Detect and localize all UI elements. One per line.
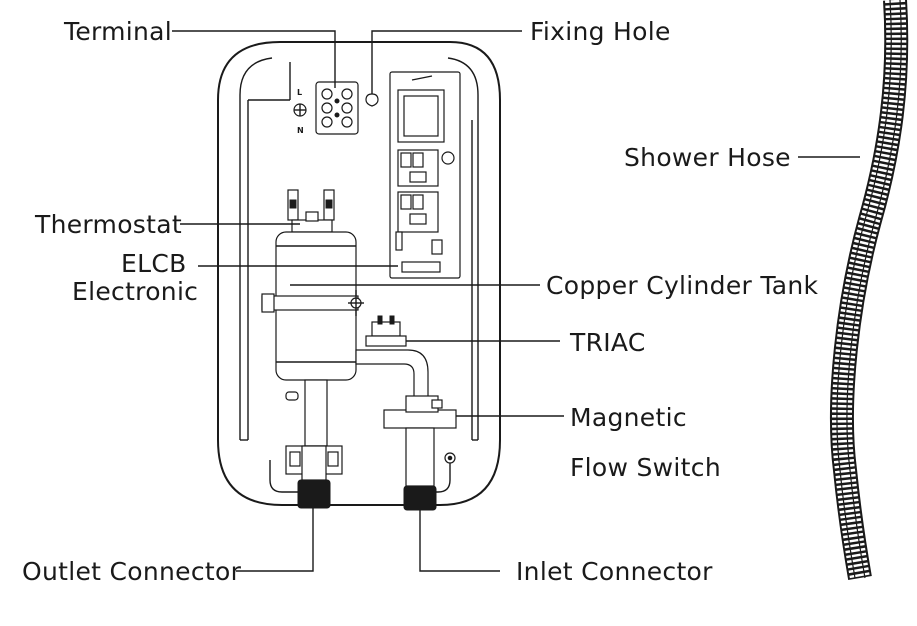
label-electronic: Electronic bbox=[72, 277, 198, 306]
leader-lines bbox=[172, 30, 860, 572]
thermostat-part bbox=[287, 189, 335, 233]
label-terminal: Terminal bbox=[63, 17, 172, 46]
label-copper-cylinder-tank: Copper Cylinder Tank bbox=[546, 271, 819, 300]
terminal-l-text: L bbox=[297, 88, 302, 97]
label-triac: TRIAC bbox=[569, 328, 646, 357]
outlet-assembly bbox=[285, 445, 343, 509]
label-fixing-hole: Fixing Hole bbox=[530, 17, 671, 46]
label-elcb: ELCB bbox=[121, 249, 187, 278]
terminal-block: L N bbox=[293, 81, 359, 135]
label-outlet-connector: Outlet Connector bbox=[22, 557, 242, 586]
fixing-hole-icon bbox=[365, 80, 379, 107]
label-magnetic: Magnetic bbox=[570, 403, 687, 432]
control-board bbox=[389, 71, 461, 279]
terminal-n-text: N bbox=[297, 126, 304, 135]
shower-hose bbox=[830, 0, 909, 581]
triac-part bbox=[365, 315, 407, 347]
label-shower-hose: Shower Hose bbox=[624, 143, 791, 172]
copper-cylinder-tank bbox=[261, 231, 364, 447]
inlet-assembly bbox=[355, 349, 457, 511]
label-flow-switch: Flow Switch bbox=[570, 453, 721, 482]
label-thermostat: Thermostat bbox=[34, 210, 182, 239]
label-inlet-connector: Inlet Connector bbox=[516, 557, 713, 586]
